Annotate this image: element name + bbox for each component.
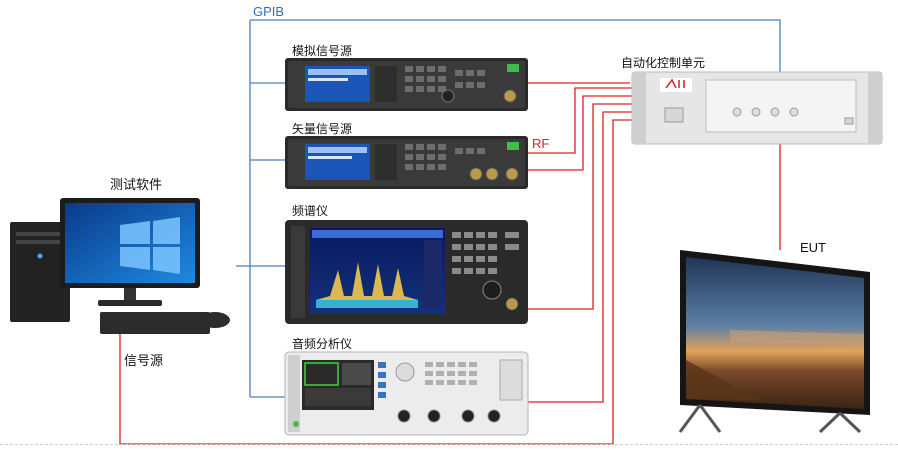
spectrum-analyzer-label: 频谱仪 [292,204,329,218]
vector-source-label: 矢量信号源 [292,122,353,136]
rf-line-vector-source-2 [528,95,632,171]
gpib-bus-top [250,19,781,80]
gpib-label: GPIB [253,4,285,19]
analog-signal-source [285,58,528,111]
signal-source-label: 信号源 [124,354,164,369]
vector-signal-source [285,136,528,189]
rf-line-vector-source [528,87,632,154]
automation-control-unit [631,71,883,145]
gpib-bus [236,19,781,398]
audio-analyzer-label: 音频分析仪 [292,337,353,351]
rf-line-audio-analyzer [528,111,632,403]
spectrum-analyzer [285,220,528,324]
analog-source-label: 模拟信号源 [292,44,353,58]
test-software-label: 测试软件 [110,178,163,193]
bottom-divider [0,444,898,445]
rf-label: RF [532,136,550,151]
desktop-computer-icon [10,198,230,334]
eut-label: EUT [800,240,826,255]
audio-analyzer [284,351,529,436]
rf-line-spectrum-analyzer [528,103,632,310]
automation-unit-label: 自动化控制单元 [621,56,706,70]
tv-icon [678,250,870,434]
